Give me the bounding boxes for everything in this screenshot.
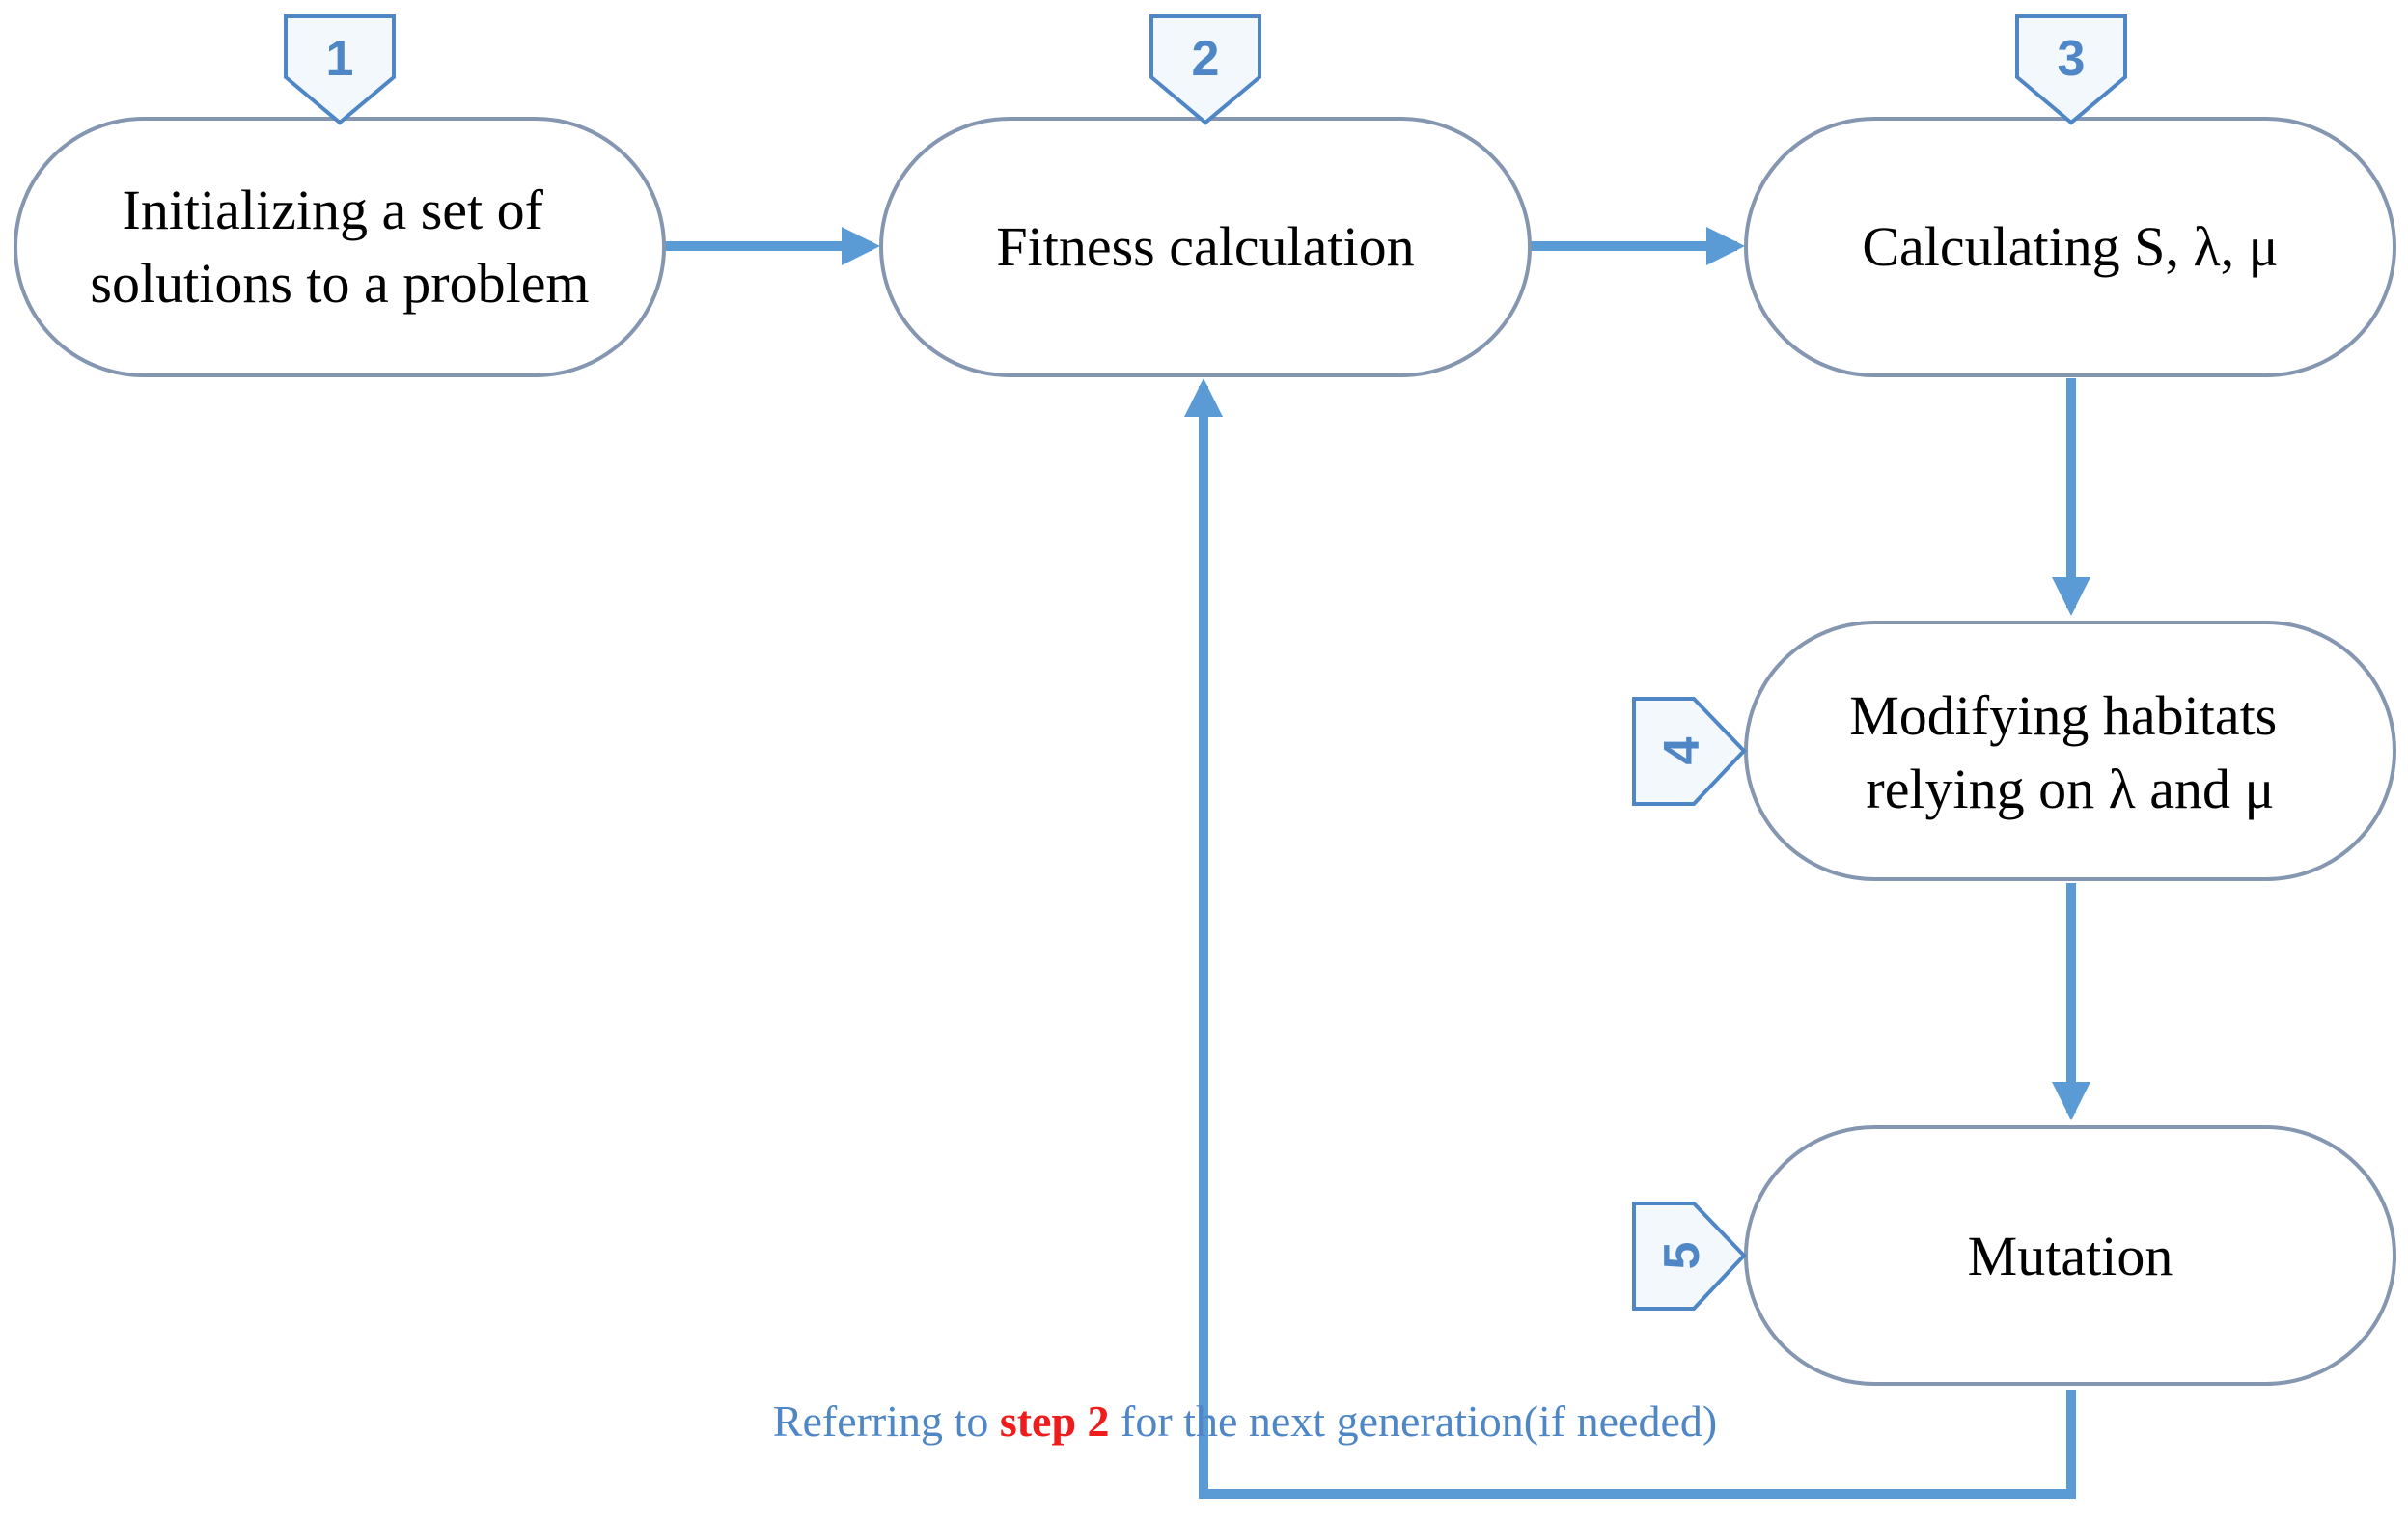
svg-text:Mutation: Mutation — [1968, 1225, 2173, 1287]
badge-number: 4 — [1654, 736, 1710, 764]
node-label-line: solutions to a problem — [90, 252, 589, 315]
node-label-line: Fitness calculation — [996, 215, 1414, 278]
node-label-line: Modifying habitats — [1849, 684, 2277, 747]
badge-pentagon-icon — [1632, 1202, 1747, 1311]
node-step-1: Initializing a set of solutions to a pro… — [14, 117, 666, 377]
node-step-4: Modifying habitats relying on λ and μ — [1744, 621, 2396, 881]
node-step-5: Mutation — [1744, 1125, 2396, 1386]
node-label-line: Mutation — [1968, 1225, 2173, 1287]
node-shape — [14, 117, 666, 377]
badge-pentagon-icon — [1632, 697, 1747, 806]
node-shape — [1744, 621, 2396, 881]
step-badge-4: 4 — [1632, 697, 1747, 806]
step-badge-3: 3 — [2015, 14, 2127, 125]
node-step-3: Calculating S, λ, μ — [1744, 117, 2396, 377]
badge-pentagon-icon — [1149, 14, 1261, 125]
node-label-line: relying on λ and μ — [1866, 758, 2274, 820]
loop-caption-before: Referring to — [773, 1396, 1000, 1446]
step-badge-5: 5 — [1632, 1202, 1747, 1311]
node-label-line: Calculating S, λ, μ — [1862, 215, 2278, 278]
loop-caption-after: for the next generation(if needed) — [1110, 1396, 1718, 1446]
node-step-2: Fitness calculation — [879, 117, 1532, 377]
svg-text:Modifying habitats relyi: Modifying habitats relying on λ and μ — [1849, 684, 2291, 820]
badge-pentagon-icon — [284, 14, 396, 125]
loop-back-arrow — [1184, 378, 2076, 1499]
loop-caption: Referring to step 2 for the next generat… — [773, 1396, 1717, 1446]
badge-number: 1 — [326, 31, 354, 87]
svg-text:Initializing a set of so: Initializing a set of solutions to a pro… — [90, 179, 589, 315]
badge-pentagon-icon — [2015, 14, 2127, 125]
node-label-line: Initializing a set of — [123, 179, 544, 241]
badge-number: 3 — [2058, 31, 2086, 87]
badge-number: 5 — [1654, 1242, 1710, 1270]
step-badge-2: 2 — [1149, 14, 1261, 125]
connectors — [664, 227, 2090, 1499]
loop-caption-emphasis: step 2 — [1000, 1396, 1110, 1446]
svg-text:Calculating S, λ, μ: Calculating S, λ, μ — [1862, 215, 2278, 278]
badge-number: 2 — [1192, 31, 1220, 87]
step-badge-1: 1 — [284, 14, 396, 125]
svg-text:Fitness calculation: Fitness calculation — [996, 215, 1414, 278]
